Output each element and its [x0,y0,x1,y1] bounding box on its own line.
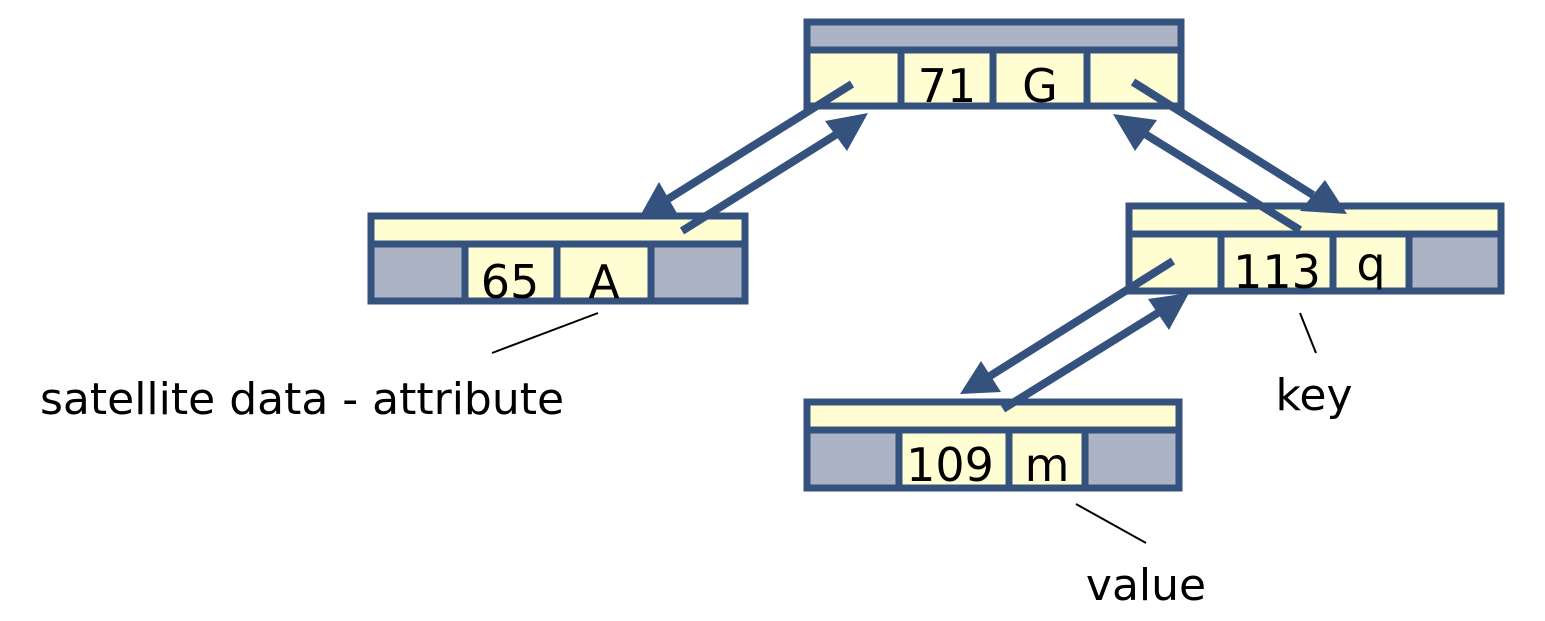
node-root: 71 G [803,18,1185,113]
leader-satellite [491,312,599,354]
node-right-value-cell [1329,230,1413,295]
node-root-key-cell [897,46,997,110]
node-root-key: 71 [918,59,977,113]
arrow-root-to-left-head [640,182,678,216]
arrow-bottom-to-right-head [1148,293,1189,330]
node-left-value: A [588,255,620,309]
node-right-key-cell [1217,230,1337,295]
node-bottom-key-cell [895,426,1013,492]
arrow-right-to-root [1142,130,1303,234]
arrow-right-to-bottom [987,257,1176,380]
node-bottom: 109 m [803,398,1183,492]
node-root-left-cell [803,46,905,110]
arrow-root-to-right [1130,78,1316,199]
node-right-right-cell [1405,230,1505,295]
node-left-key: 65 [481,255,540,309]
node-left-right-cell [647,240,749,305]
node-root-parent-cell [803,18,1185,54]
leader-key [1299,312,1317,354]
node-bottom-right-cell [1081,426,1183,492]
leader-lines [491,312,1317,544]
node-left-left-cell [367,240,469,305]
node-right-value: q [1356,237,1385,291]
node-right-key: 113 [1233,245,1321,299]
node-root-value: G [1022,59,1058,113]
arrow-root-to-left [665,80,855,203]
arrow-left-to-root [679,130,840,235]
arrow-right-to-bottom-head [960,361,1001,394]
node-right: 113 q [1125,202,1505,299]
node-left-key-cell [461,240,561,305]
node-right-left-cell [1125,230,1225,295]
label-key: key [1275,370,1352,421]
arrow-bottom-to-right [1000,307,1164,413]
node-bottom-left-cell [803,426,903,492]
pointer-arrows [640,78,1347,413]
leader-value [1075,503,1147,544]
node-bottom-value-cell [1005,426,1089,492]
node-bottom-parent-cell [803,398,1183,434]
node-bottom-key: 109 [906,438,994,492]
node-root-value-cell [989,46,1091,110]
arrow-root-to-right-head [1300,180,1347,214]
arrow-right-to-root-head [1113,114,1157,151]
label-satellite-data: satellite data - attribute [40,374,564,425]
label-value: value [1086,560,1206,611]
arrow-left-to-root-head [825,113,868,151]
node-bottom-value: m [1025,438,1070,492]
node-root-right-cell [1083,46,1185,110]
